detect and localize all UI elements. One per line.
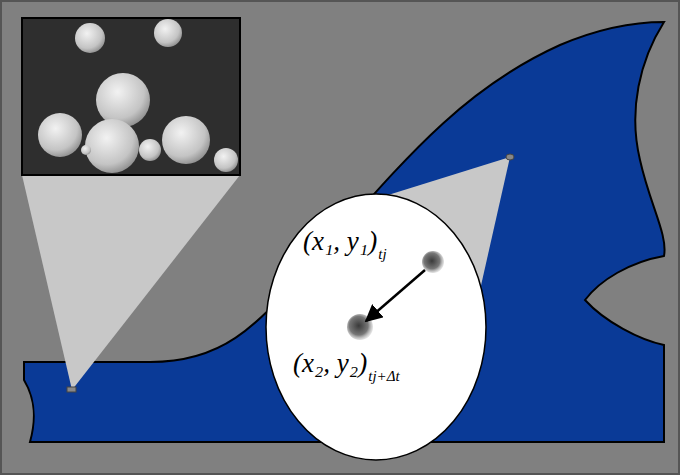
coordinate-label: (x₂, y₂) (293, 350, 367, 377)
sample-spot (67, 387, 76, 392)
magnified-view (266, 194, 486, 460)
particle (422, 251, 444, 273)
zoom-cone (22, 175, 240, 390)
sem-inset (22, 18, 240, 175)
coordinate-label: (x₁, y₁) (303, 228, 377, 255)
time-subscript: tj+Δt (368, 369, 399, 384)
displacement-arrow (366, 270, 425, 321)
sample-spot (506, 154, 514, 160)
time-subscript: tj (378, 247, 386, 262)
sem-spheres (38, 19, 238, 173)
